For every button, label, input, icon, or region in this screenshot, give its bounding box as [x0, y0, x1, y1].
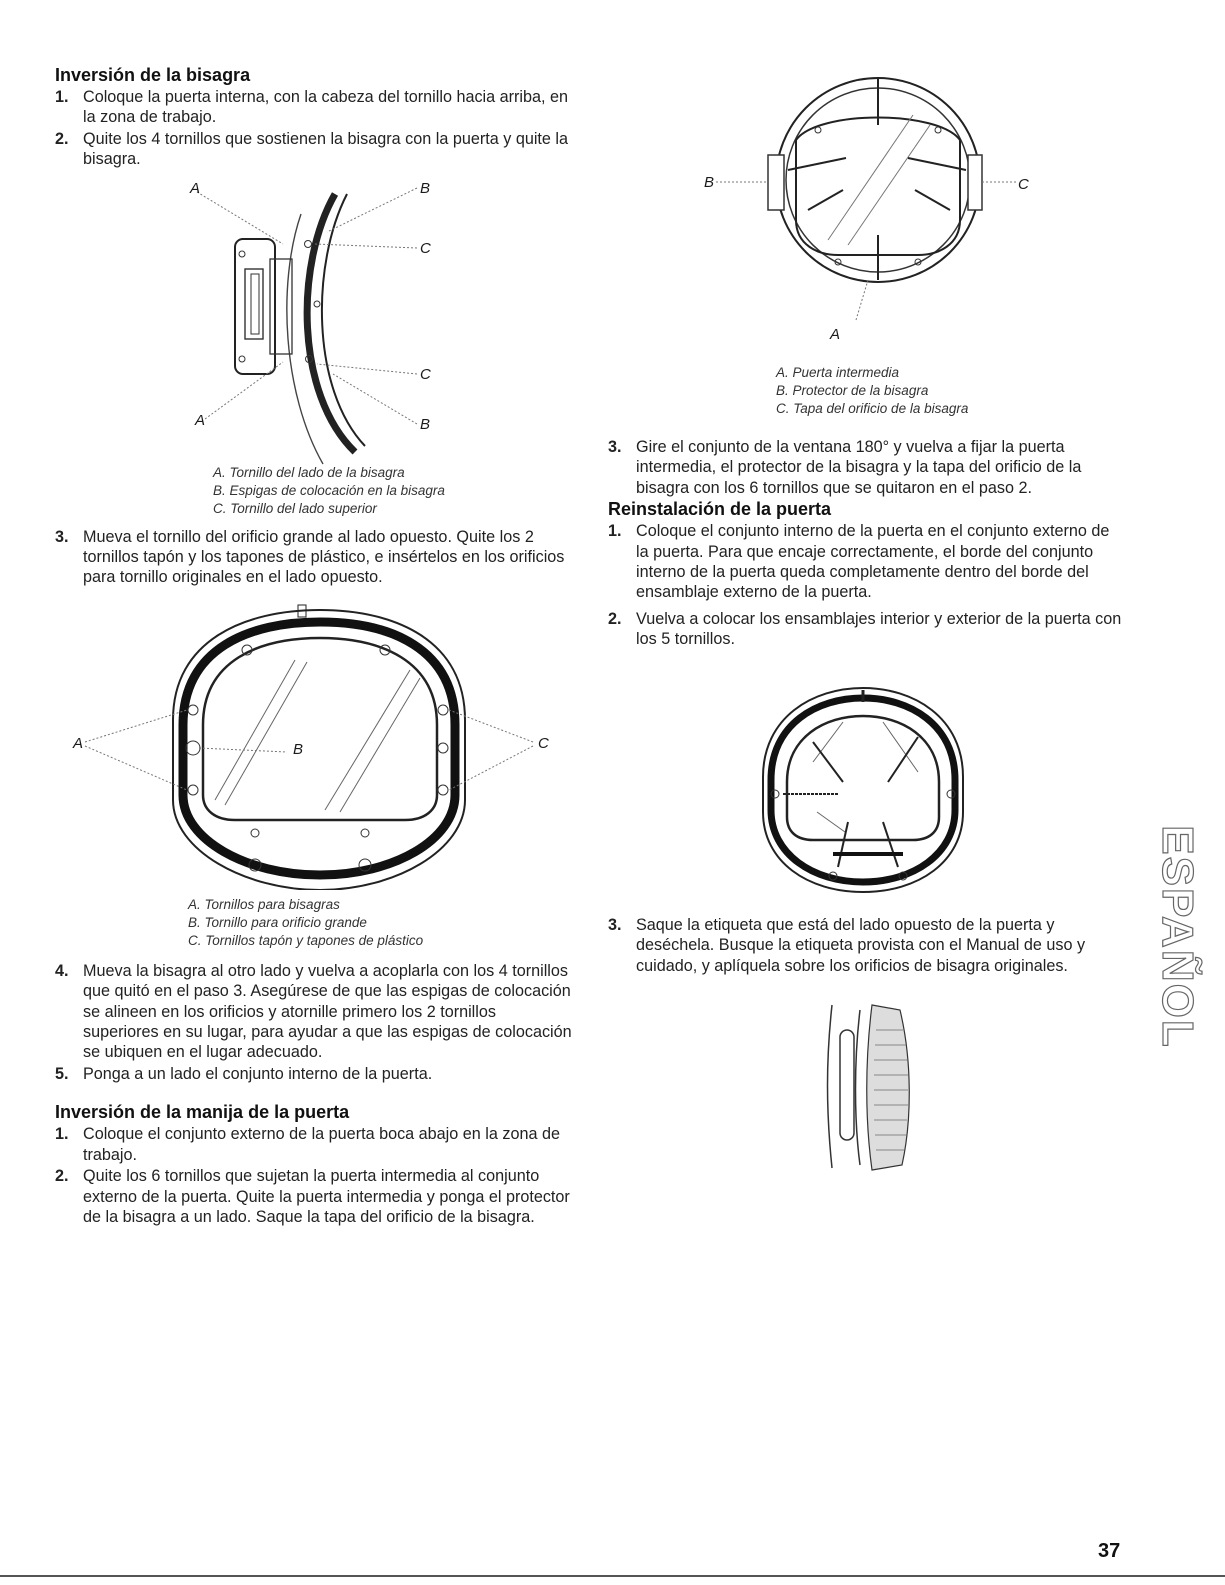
side-tab-label: ESPAÑOL — [1152, 825, 1202, 1050]
step-number: 1. — [55, 1125, 69, 1144]
label-a: A — [830, 326, 841, 343]
list-item: 1. Coloque la puerta interna, con la cabe… — [55, 87, 575, 128]
label-a-bottom: A — [195, 411, 206, 429]
step-text: Quite los 4 tornillos que sostienen la b… — [83, 129, 569, 169]
caption-line: A. Tornillos para bisagras — [188, 896, 340, 912]
step-number: 3. — [55, 527, 69, 546]
list-item: 3. Gire el conjunto de la ventana 180° y … — [608, 437, 1123, 498]
left-column: Inversión de la bisagra 1. Coloque la pue… — [55, 64, 575, 1227]
reinstall-steps-list: 1. Coloque el conjunto interno de la puer… — [608, 521, 1123, 649]
step-text: Coloque el conjunto interno de la puerta… — [636, 522, 1110, 602]
list-item: 1. Coloque el conjunto externo de la puer… — [55, 1124, 575, 1165]
step-number: 1. — [608, 522, 622, 541]
step-number: 1. — [55, 88, 69, 106]
caption-line: B. Protector de la bisagra — [776, 383, 929, 398]
step-number: 3. — [608, 438, 622, 456]
figure-intermediate-door — [668, 70, 1108, 350]
step-text: Mueva la bisagra al otro lado y vuelva a… — [83, 961, 572, 1062]
language-side-tab: ESPAÑOL — [1148, 812, 1206, 1062]
step-text: Saque la etiqueta que está del lado opue… — [636, 916, 1086, 975]
reinstall-step-3: 3. Saque la etiqueta que está del lado op… — [608, 915, 1123, 976]
label-b-bottom: B — [420, 415, 431, 433]
hinge-steps-list: 1. Coloque la puerta interna, con la cabe… — [55, 87, 575, 170]
list-item: 4. Mueva la bisagra al otro lado y vuelva… — [55, 961, 575, 1063]
step-number: 3. — [608, 916, 622, 934]
figure-door-screws: A B C A. Tornillos para bisagras B. Torn… — [55, 600, 575, 960]
step-text: Gire el conjunto de la ventana 180° y vu… — [636, 438, 1082, 497]
caption-line: B. Espigas de colocación en la bisagra — [213, 482, 445, 498]
caption-line: B. Tornillo para orificio grande — [188, 914, 367, 930]
reinstall-step-3-block: 3. Saque la etiqueta que está del lado op… — [608, 914, 1123, 976]
label-c-top: C — [420, 239, 431, 257]
list-item: 1. Coloque el conjunto interno de la puer… — [608, 521, 1123, 603]
list-item: 2. Quite los 6 tornillos que sujetan la p… — [55, 1166, 575, 1227]
step-number: 2. — [55, 1167, 69, 1186]
right-column: B C A A. Puerta intermedia B. Protector … — [608, 0, 1133, 1585]
step-text: Coloque la puerta interna, con la cabeza… — [83, 88, 569, 127]
window-step-3: 3. Gire el conjunto de la ventana 180° y … — [608, 437, 1123, 498]
figure-reassembled-door — [753, 682, 973, 897]
section-heading-handle-reversal: Inversión de la manija de la puerta — [55, 1102, 350, 1123]
figure3-caption: A. Puerta intermedia B. Protector de la … — [776, 364, 968, 418]
list-item: 2. Quite los 4 tornillos que sostienen la… — [55, 129, 575, 170]
caption-line: C. Tapa del orificio de la bisagra — [776, 401, 969, 416]
caption-line: C. Tornillos tapón y tapones de plástico — [188, 932, 424, 948]
hinge-illustration — [196, 187, 418, 464]
hinge-steps-4-5: 4. Mueva la bisagra al otro lado y vuelva… — [55, 961, 575, 1084]
bottom-divider — [0, 1575, 1225, 1577]
step-text: Ponga a un lado el conjunto interno de l… — [83, 1064, 433, 1083]
section-heading-hinge-reversal: Inversión de la bisagra — [55, 65, 251, 85]
list-item: 3. Saque la etiqueta que está del lado op… — [608, 915, 1123, 976]
step-text: Coloque el conjunto externo de la puerta… — [83, 1125, 560, 1164]
label-a: A — [73, 734, 84, 752]
label-b-top: B — [420, 179, 431, 197]
caption-line: A. Puerta intermedia — [776, 365, 900, 380]
reassembled-door-illustration — [762, 686, 964, 894]
caption-line: C. Tornillo del lado superior — [213, 500, 377, 516]
right-text-block: 3. Gire el conjunto de la ventana 180° y … — [608, 436, 1123, 650]
label-b: B — [704, 174, 715, 191]
figure-door-side-profile — [820, 1000, 930, 1175]
label-b: B — [293, 740, 304, 758]
step-text: Vuelva a colocar los ensamblajes interio… — [636, 609, 1122, 649]
step-number: 2. — [55, 129, 69, 148]
label-a-top: A — [190, 179, 201, 197]
caption-line: A. Tornillo del lado de la bisagra — [213, 464, 405, 480]
page-number: 37 — [1098, 1540, 1121, 1562]
label-c-bottom: C — [420, 365, 431, 383]
door-profile-illustration — [826, 1004, 910, 1171]
step-text: Mueva el tornillo del orificio grande al… — [83, 527, 565, 587]
figure1-caption: A. Tornillo del lado de la bisagra B. Es… — [213, 464, 445, 518]
handle-steps-list: 1. Coloque el conjunto externo de la puer… — [55, 1124, 575, 1227]
label-c: C — [538, 734, 549, 752]
list-item: 3. Mueva el tornillo del orificio grande … — [55, 527, 575, 588]
step-number: 5. — [55, 1064, 69, 1083]
hinge-step-3: 3. Mueva el tornillo del orificio grande … — [55, 527, 575, 588]
step-number: 4. — [55, 961, 69, 980]
section-heading-door-reinstall: Reinstalación de la puerta — [608, 499, 832, 520]
list-item: 2. Vuelva a colocar los ensamblajes inter… — [608, 609, 1123, 650]
step-text: Quite los 6 tornillos que sujetan la pue… — [83, 1167, 570, 1226]
figure2-caption: A. Tornillos para bisagras B. Tornillo p… — [188, 896, 423, 950]
door-screws-illustration — [84, 604, 534, 890]
list-item: 5. Ponga a un lado el conjunto interno de… — [55, 1064, 575, 1084]
step-number: 2. — [608, 609, 622, 628]
figure-hinge-removal: A B C C A B A. Tornillo del lado de la b… — [55, 174, 575, 516]
label-c: C — [1018, 176, 1029, 193]
intermediate-door-illustration — [716, 77, 1018, 321]
